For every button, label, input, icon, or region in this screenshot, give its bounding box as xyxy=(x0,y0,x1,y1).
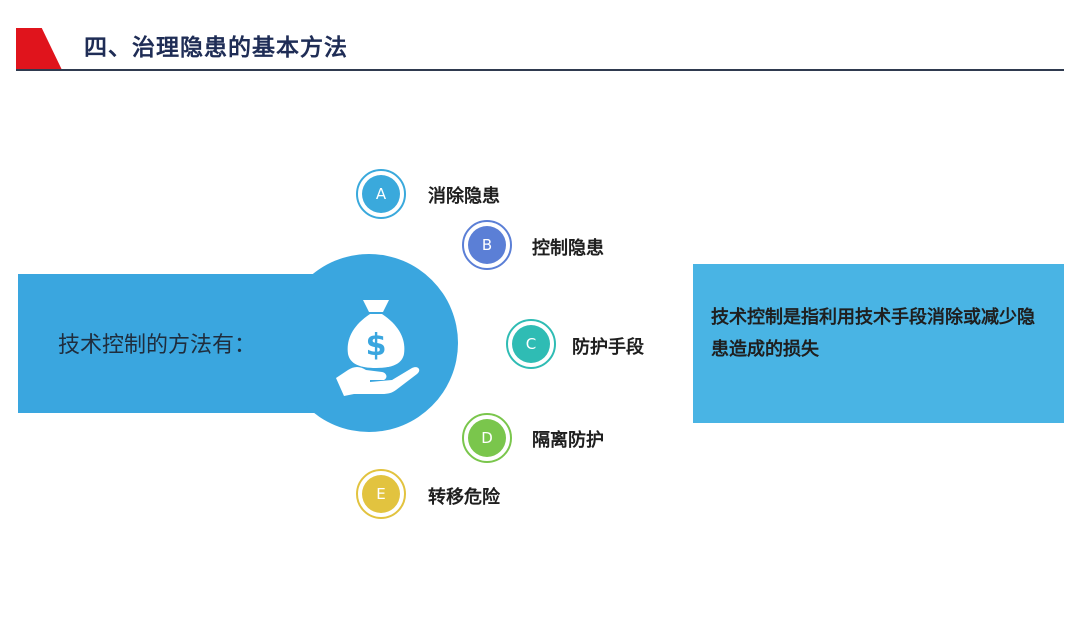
item-a-badge: A xyxy=(362,175,400,213)
item-b-badge: B xyxy=(468,226,506,264)
page-title: 四、治理隐患的基本方法 xyxy=(84,35,348,61)
item-c-badge: C xyxy=(512,325,550,363)
item-c-label: 防护手段 xyxy=(572,337,644,358)
left-label: 技术控制的方法有： xyxy=(58,333,257,358)
header-divider xyxy=(16,69,1064,71)
item-e-label: 转移危险 xyxy=(428,487,500,508)
item-a-ring: A xyxy=(356,169,406,219)
item-d-ring: D xyxy=(462,413,512,463)
item-c-ring: C xyxy=(506,319,556,369)
item-d-label: 隔离防护 xyxy=(532,430,604,451)
money-bag-hand-icon: $ xyxy=(336,300,420,396)
svg-text:$: $ xyxy=(366,328,387,363)
definition-text: 技术控制是指利用技术手段消除或减少隐患造成的损失 xyxy=(711,307,1035,360)
definition-box: 技术控制是指利用技术手段消除或减少隐患造成的损失 xyxy=(693,264,1064,423)
item-b-ring: B xyxy=(462,220,512,270)
item-a-label: 消除隐患 xyxy=(428,186,500,207)
item-d-badge: D xyxy=(468,419,506,457)
header-flag-shape xyxy=(16,28,62,70)
item-e-badge: E xyxy=(362,475,400,513)
item-e-ring: E xyxy=(356,469,406,519)
item-b-label: 控制隐患 xyxy=(532,238,604,259)
